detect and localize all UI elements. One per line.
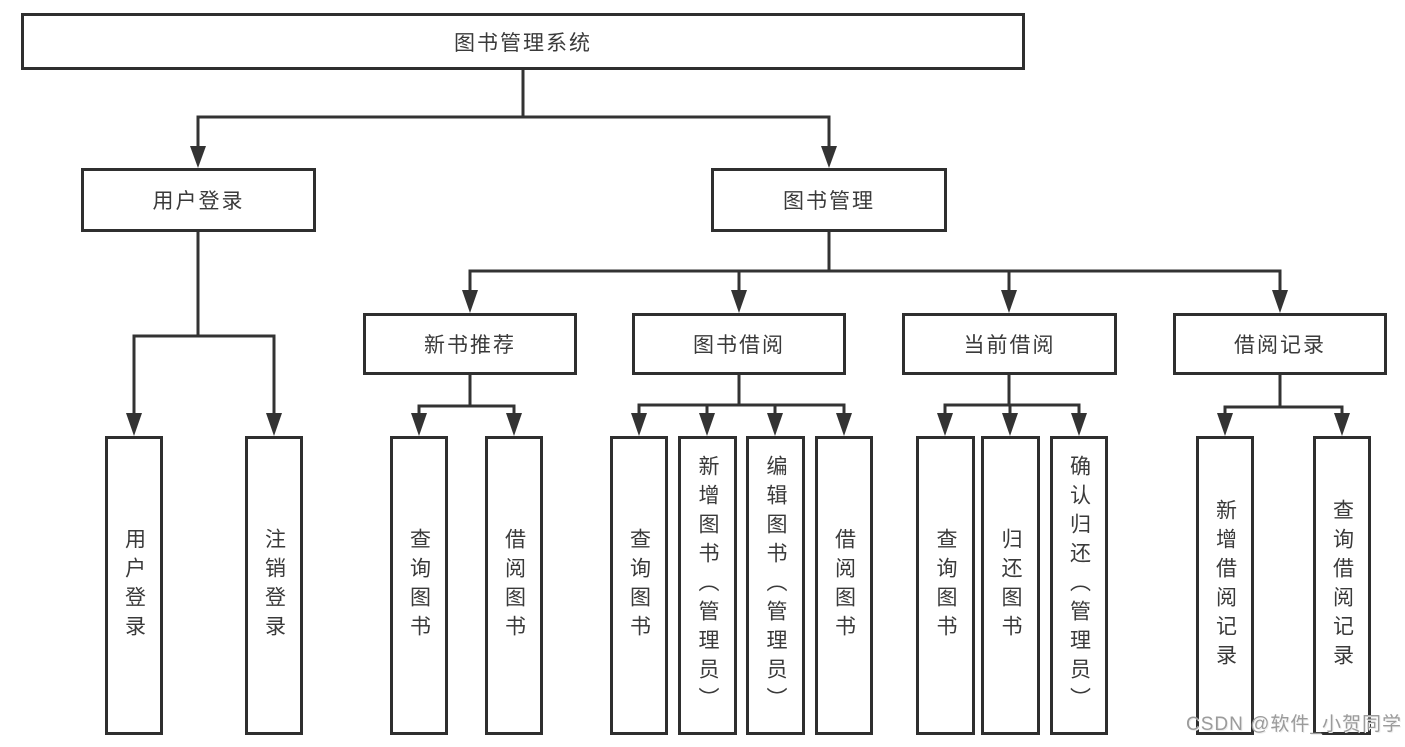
node-current-borrowing: 当前借阅: [902, 313, 1117, 375]
arrowhead-icon: [506, 413, 522, 436]
arrowhead-icon: [411, 413, 427, 436]
arrowheads: [126, 146, 1350, 436]
leaf-borrowing-borrow-books: 借阅图书: [815, 436, 873, 735]
node-borrowing-records: 借阅记录: [1173, 313, 1387, 375]
arrowhead-icon: [731, 290, 747, 313]
connector-book-borrowing-children: [637, 373, 846, 417]
arrowhead-icon: [190, 146, 206, 168]
connector-new-book-children: [417, 373, 516, 417]
leaf-newbook-query-books: 查询图书: [390, 436, 448, 735]
arrowhead-icon: [631, 413, 647, 436]
leaf-current-return-books: 归还图书: [981, 436, 1040, 735]
csdn-watermark: CSDN @软件_小贺同学: [1186, 714, 1402, 735]
arrowhead-icon: [821, 146, 837, 168]
leaf-records-query-record: 查询借阅记录: [1313, 436, 1371, 735]
arrowhead-icon: [1001, 290, 1017, 313]
arrowhead-icon: [462, 290, 478, 313]
arrowhead-icon: [767, 413, 783, 436]
leaf-current-query-books: 查询图书: [916, 436, 975, 735]
leaf-current-confirm-return-admin: 确认归还（管理员）: [1050, 436, 1108, 735]
arrowhead-icon: [1002, 413, 1018, 436]
node-book-borrowing: 图书借阅: [632, 313, 846, 375]
arrowhead-icon: [266, 413, 282, 436]
arrowhead-icon: [699, 413, 715, 436]
arrowhead-icon: [937, 413, 953, 436]
connector-borrowing-records-children: [1223, 373, 1344, 417]
leaf-borrowing-add-books-admin: 新增图书（管理员）: [678, 436, 737, 735]
leaf-borrowing-edit-books-admin: 编辑图书（管理员）: [746, 436, 805, 735]
arrowhead-icon: [1334, 413, 1350, 436]
leaf-records-add-record: 新增借阅记录: [1196, 436, 1254, 735]
node-user-login: 用户登录: [81, 168, 316, 232]
leaf-logout: 注销登录: [245, 436, 303, 735]
connector-book-management-children: [468, 230, 1282, 294]
leaf-borrowing-query-books: 查询图书: [610, 436, 668, 735]
connector-current-borrowing-children: [943, 373, 1081, 417]
arrowhead-icon: [1272, 290, 1288, 313]
arrowhead-icon: [126, 413, 142, 436]
node-book-management: 图书管理: [711, 168, 947, 232]
node-root-system: 图书管理系统: [21, 13, 1025, 70]
node-new-book-recommend: 新书推荐: [363, 313, 577, 375]
leaf-newbook-borrow-books: 借阅图书: [485, 436, 543, 735]
arrowhead-icon: [1071, 413, 1087, 436]
leaf-user-login: 用户登录: [105, 436, 163, 735]
arrowhead-icon: [836, 413, 852, 436]
connector-user-login-children: [132, 230, 276, 417]
connector-root-to-level2: [196, 68, 831, 149]
arrowhead-icon: [1217, 413, 1233, 436]
